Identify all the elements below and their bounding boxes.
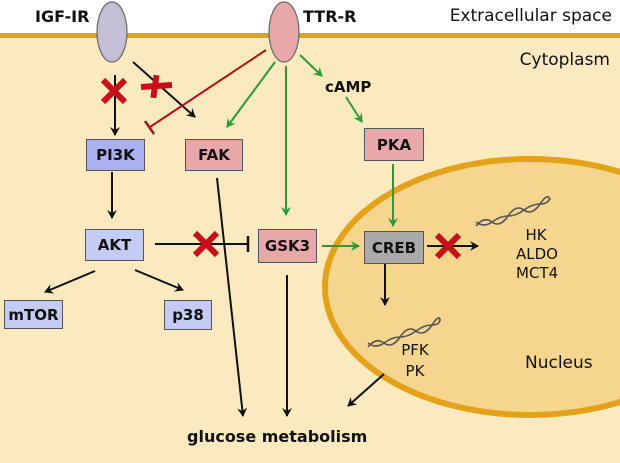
dna-helix-icon [475,196,551,227]
gene-group-2: PFK PK [395,340,435,382]
p38-node: p38 [164,300,212,330]
gene-aldo: ALDO [516,245,558,263]
cytoplasm-label: Cytoplasm [519,50,610,70]
igf-ir-receptor [96,1,128,63]
gsk3-node: GSK3 [258,229,317,263]
arrow-ttr-camp [299,54,323,77]
mtor-node: mTOR [4,300,63,329]
blocked-plus-igf-fak [140,74,173,99]
arrow-ttr-fak [226,61,276,128]
nucleus [322,156,620,418]
fak-node: FAK [185,139,243,171]
gene-group-1: HK ALDO MCT4 [516,226,559,283]
camp-label: cAMP [325,78,372,96]
arrow-fak-glucose [216,177,248,417]
extracellular-label: Extracellular space [449,6,612,26]
gene-hk: HK [525,226,547,244]
blocked-x-creb-hk [434,232,462,260]
arrow-akt-mtor [44,270,96,294]
inhibition-ttr-pi3k [149,49,267,128]
igf-ir-label: IGF-IR [35,7,90,26]
creb-node: CREB [364,231,424,264]
arrow-camp-pka [345,96,363,123]
arrow-akt-p38 [134,269,184,292]
arrow-igf-fak [132,61,196,118]
arrow-pfk-glucose [347,373,385,407]
ttr-r-receptor [268,1,300,63]
glucose-metabolism-label: glucose metabolism [187,427,368,446]
dna-helix-icon [367,317,441,348]
akt-node: AKT [85,229,144,261]
blocked-x-akt-gsk3 [192,230,220,258]
ttr-r-label: TTR-R [303,7,357,26]
gene-pfk: PFK [401,341,429,359]
gene-pk: PK [405,362,425,380]
gene-mct4: MCT4 [516,264,559,282]
cell-membrane [0,33,620,38]
pka-node: PKA [364,128,424,161]
pi3k-node: PI3K [86,139,145,171]
inhibition-bar-ttr-pi3k [143,120,156,135]
nucleus-label: Nucleus [525,353,593,373]
blocked-x-igf-pi3k [100,77,128,105]
